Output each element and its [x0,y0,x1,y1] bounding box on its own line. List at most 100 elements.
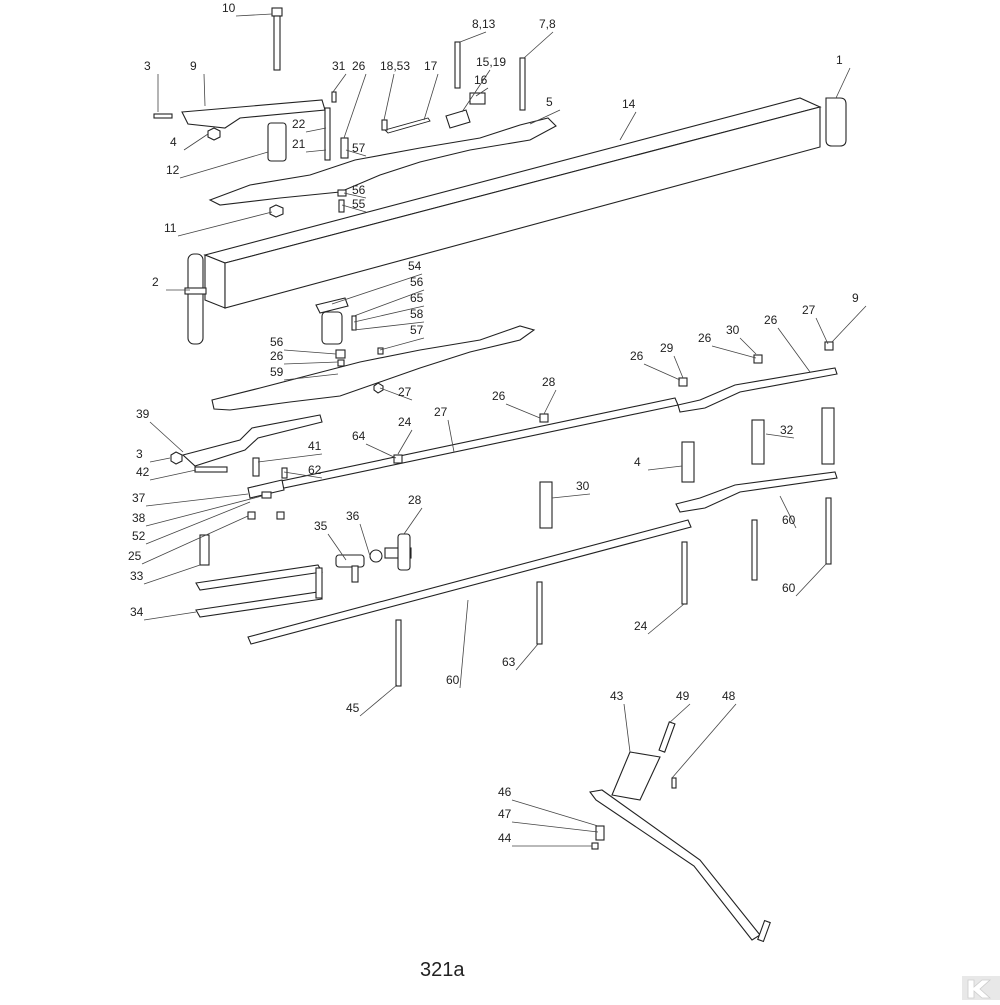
leader-line [183,133,209,151]
leader-line [475,87,489,97]
part-washers-26-upper [340,137,349,159]
callout-label: 8,13 [472,17,496,31]
leader-line [149,421,184,453]
leader-line [511,799,599,827]
callout-label: 60 [782,581,796,595]
callout-label: 3 [136,447,143,461]
callout-label: 52 [132,529,146,543]
callout-label: 56 [410,275,424,289]
part-pin-63 [395,619,402,687]
callout-label: 57 [410,323,424,337]
leader-line [795,563,827,597]
part-plate-42 [247,479,285,499]
leader-line [353,321,425,331]
part-bolt-3-upper [153,113,173,119]
part-nut-26-27-mid [539,413,549,423]
leader-line [149,469,197,481]
leader-line [529,109,561,125]
leader-line [359,523,371,557]
callout-label: 44 [498,831,512,845]
callout-label: 38 [132,511,146,525]
callout-label: 32 [780,423,794,437]
leader-line [459,31,487,43]
part-screw-49 [671,777,677,789]
part-block-15-19 [445,109,471,129]
leader-line [671,703,737,779]
leader-line [835,67,851,99]
callout-label: 12 [166,163,180,177]
brand-logo [962,976,1000,1000]
leader-line [343,192,367,199]
callout-label: 18,53 [380,59,410,73]
part-pivot-2 [184,253,207,345]
callout-label: 57 [352,141,366,155]
parts-layer [153,7,847,943]
callout-label: 43 [610,689,624,703]
part-bolt-10 [271,7,283,71]
part-nut-4-upper [207,127,221,141]
callout-label: 47 [498,807,512,821]
callout-label: 34 [130,605,144,619]
leader-line [523,31,554,59]
part-pin-22 [324,107,331,161]
part-pin-31 [331,91,337,103]
leader-line [283,471,323,479]
callout-label: 49 [676,689,690,703]
leader-line [647,465,683,471]
leader-line [511,821,599,833]
part-nut-26-29 [753,354,763,364]
callout-label: 35 [314,519,328,533]
callout-label: 56 [270,335,284,349]
callout-label: 28 [542,375,556,389]
part-washer-37 [261,491,272,499]
leader-line [305,127,327,133]
part-arm-9-upper [181,99,326,129]
leader-line [667,703,691,725]
part-pin-60-d [825,497,832,565]
part-nut-59 [373,382,384,394]
leader-line [332,73,347,93]
leader-line [353,289,425,317]
callout-label: 65 [410,291,424,305]
leader-line [353,305,425,323]
callout-label: 27 [434,405,448,419]
callout-label: 26 [764,313,778,327]
leader-line [331,273,423,305]
part-sleeve-12 [267,122,287,162]
part-bolt-18-53 [381,119,388,131]
callout-label: 22 [292,117,306,131]
leader-line [365,443,397,459]
callout-label: 58 [410,307,424,321]
part-pin-7-8 [519,57,526,111]
part-drawbar-foot [757,919,771,943]
callout-label: 26 [630,349,644,363]
part-pin-41 [281,467,288,479]
part-bolt-43 [658,721,676,753]
callout-label: 30 [576,479,590,493]
callout-label: 56 [352,183,366,197]
callout-label: 24 [634,619,648,633]
part-sleeve-32 [681,441,695,483]
leader-line [777,327,811,373]
part-washer-56-lower [337,359,345,367]
callout-label: 39 [136,407,150,421]
callout-label: 17 [424,59,438,73]
leader-line [379,337,425,351]
leader-line [815,317,829,345]
leader-line [403,507,423,535]
part-valve-34-36 [335,533,412,583]
leader-line [739,337,757,355]
leader-line [283,373,339,381]
part-beam-14 [203,97,822,309]
leader-line [423,73,439,121]
part-pin-60-c [751,519,758,581]
part-nut-62-64 [393,454,403,464]
callout-label: 10 [222,1,236,15]
callout-label: 55 [352,197,366,211]
leader-line [149,457,171,463]
leader-line [551,493,591,499]
leader-line [461,69,491,113]
callout-label: 54 [408,259,422,273]
